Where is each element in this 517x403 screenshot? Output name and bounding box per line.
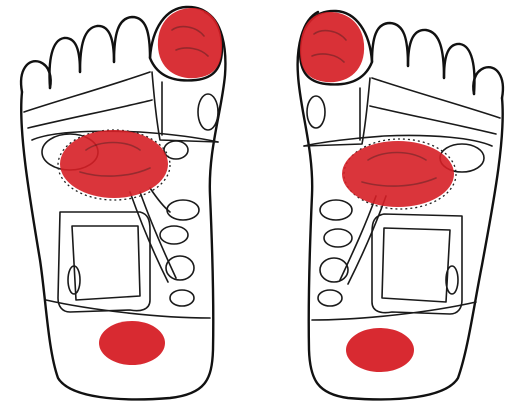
left-toe-second [114, 17, 150, 62]
right-solar-plexus-highlight [342, 141, 454, 207]
right-foot [298, 11, 503, 399]
left-heel-highlight [99, 321, 165, 365]
left-toe-fourth [50, 38, 80, 88]
right-heel-highlight [346, 328, 414, 372]
right-toe-second [372, 23, 408, 66]
right-toe-little [473, 67, 503, 98]
left-toe-little [21, 61, 51, 92]
left-toe-third [80, 26, 114, 72]
left-solar-plexus-highlight [60, 130, 168, 198]
right-toe-fourth [444, 44, 474, 94]
left-foot [21, 7, 225, 399]
left-big-toe-highlight [158, 8, 222, 78]
right-big-toe-highlight [300, 12, 364, 82]
right-toe-third [408, 30, 444, 78]
